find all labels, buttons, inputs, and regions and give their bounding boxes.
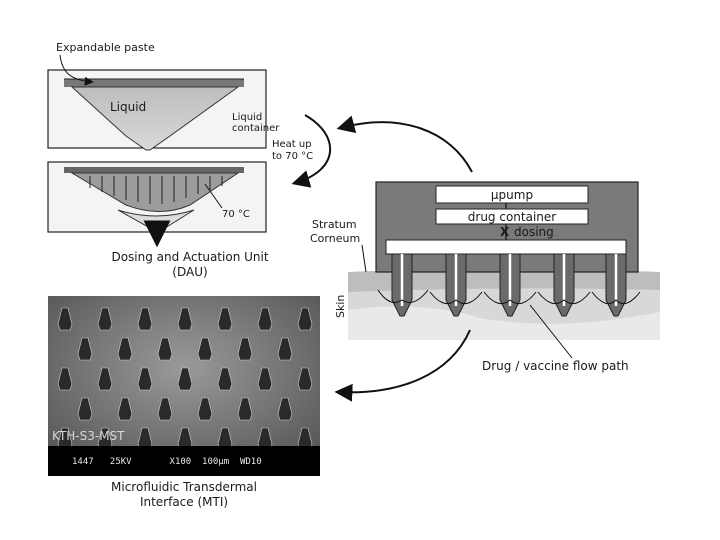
- dosing-label: dosing: [514, 225, 554, 239]
- sem-needle: [277, 337, 293, 361]
- sem-needle: [297, 367, 313, 391]
- expandable-paste-label: Expandable paste: [56, 41, 155, 54]
- sem-needle: [237, 397, 253, 421]
- sem-needle: [237, 337, 253, 361]
- sem-needle: [257, 307, 273, 331]
- micropump-box: [435, 185, 589, 204]
- liquid-container-label-2: container: [232, 123, 280, 134]
- sem-needle: [177, 367, 193, 391]
- flow-path-pointer: [529, 304, 573, 359]
- distribution-channel: [385, 239, 627, 255]
- sem-watermark: KTH-S3-MST: [52, 429, 125, 443]
- device-to-dau-arrow: [336, 115, 473, 173]
- needle-channels: [400, 254, 618, 306]
- sem-info-bar: 1447 25KV X100 100µm WD10: [72, 457, 262, 467]
- sem-needle: [197, 397, 213, 421]
- sem-needle: [177, 307, 193, 331]
- pressure-arrows: [89, 176, 223, 204]
- sem-needle: [137, 367, 153, 391]
- sem-needle: [97, 307, 113, 331]
- heat-up-label-2: to 70 °C: [272, 151, 313, 162]
- sem-image: [48, 296, 320, 476]
- sem-needle: [57, 367, 73, 391]
- temperature-label: 70 °C: [222, 209, 250, 220]
- sem-needle: [217, 367, 233, 391]
- stratum-pointer: [361, 244, 367, 273]
- sem-needle: [157, 337, 173, 361]
- micropump-label: µpump: [491, 188, 533, 202]
- sem-needle: [197, 337, 213, 361]
- sem-needle: [77, 337, 93, 361]
- mti-title-line-2: Interface (MTI): [140, 495, 228, 509]
- sem-needle: [57, 307, 73, 331]
- stratum-corneum-label-1: Stratum: [312, 218, 357, 231]
- sem-needle: [217, 307, 233, 331]
- sem-needle: [117, 397, 133, 421]
- sem-needle: [297, 307, 313, 331]
- stratum-corneum-label-2: Corneum: [310, 232, 360, 245]
- liquid-container-label-1: Liquid: [232, 112, 262, 123]
- heat-up-label-1: Heat up: [272, 139, 312, 150]
- flow-path-label: Drug / vaccine flow path: [482, 359, 629, 373]
- paste-pointer-arrow: [59, 54, 94, 86]
- sem-needle: [97, 367, 113, 391]
- device-cross-section: [348, 181, 660, 340]
- sem-microneedles: [57, 307, 313, 451]
- liquid-label: Liquid: [110, 100, 146, 114]
- temperature-pointer: [204, 183, 223, 209]
- dau-top-panel: [47, 69, 267, 151]
- dau-bottom-panel: [47, 161, 267, 233]
- sem-needle: [257, 367, 273, 391]
- sem-needle: [277, 397, 293, 421]
- sem-needle: [117, 337, 133, 361]
- device-to-mti-arrow: [334, 329, 471, 402]
- heat-up-arrow: [291, 114, 331, 188]
- skin-label: Skin: [334, 295, 347, 318]
- drug-container-box: [435, 208, 589, 225]
- drug-container-label: drug container: [468, 210, 557, 224]
- sem-needle: [77, 397, 93, 421]
- dosing-x-mark: X: [500, 225, 510, 239]
- mti-title-line-1: Microfluidic Transdermal: [111, 480, 257, 494]
- dau-title-line-1: Dosing and Actuation Unit: [111, 250, 268, 264]
- dau-title-line-2: (DAU): [172, 265, 207, 279]
- sem-needle: [137, 307, 153, 331]
- flow-path-curves: [377, 289, 641, 305]
- sem-needle: [157, 397, 173, 421]
- dermis-layer: [348, 306, 660, 340]
